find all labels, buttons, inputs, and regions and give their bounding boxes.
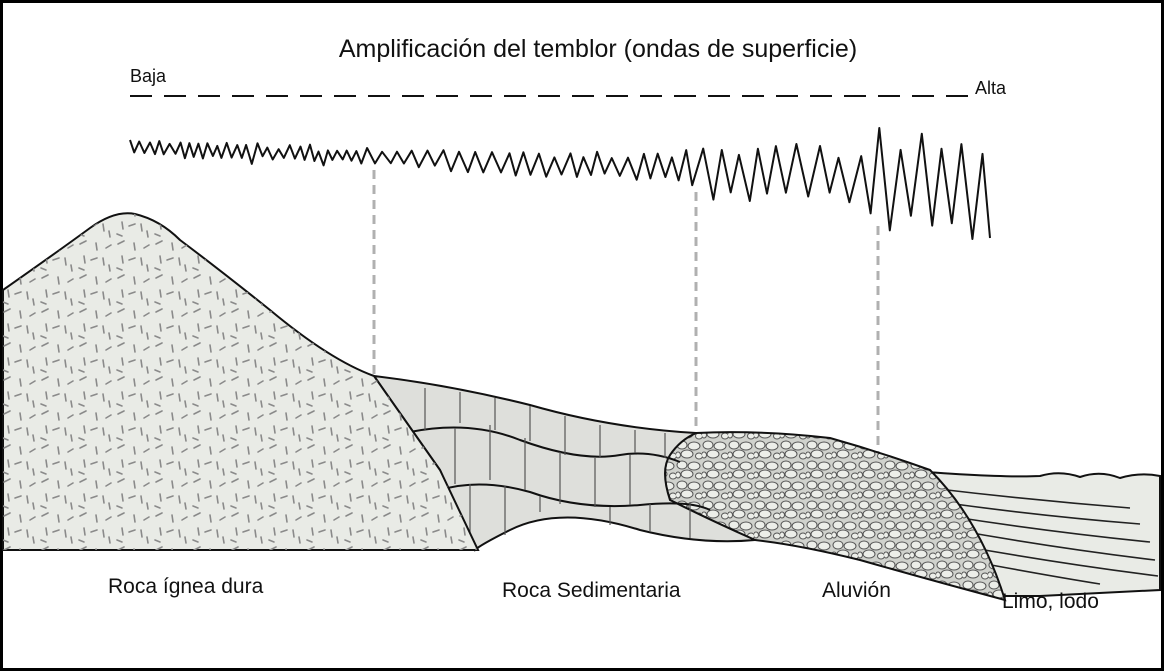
igneous-layer xyxy=(2,212,480,551)
boundary-guides xyxy=(372,170,880,452)
alluvium-layer xyxy=(664,431,1007,602)
scale-high-label: Alta xyxy=(975,78,1007,98)
scale-low-label: Baja xyxy=(130,66,167,86)
layer-label-alluvium: Aluvión xyxy=(822,579,891,602)
seismic-wave xyxy=(129,127,991,240)
layer-label-sedimentary: Roca Sedimentaria xyxy=(502,579,681,602)
layer-label-silt: Limo, lodo xyxy=(1002,590,1099,613)
sedimentary-layer xyxy=(371,374,759,552)
layer-label-igneous: Roca ígnea dura xyxy=(108,575,264,598)
silt-layer xyxy=(897,468,1161,597)
diagram-title: Amplificación del temblor (ondas de supe… xyxy=(339,35,857,63)
